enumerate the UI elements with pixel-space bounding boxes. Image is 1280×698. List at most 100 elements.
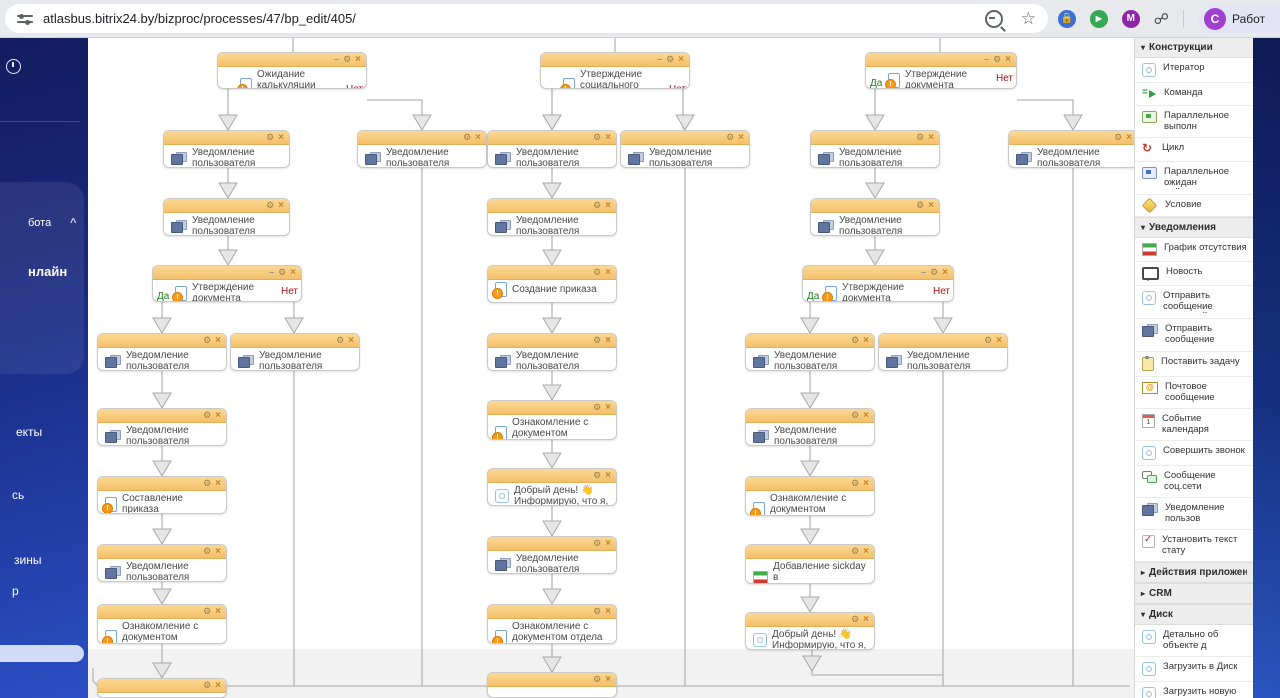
close-icon[interactable]: × [278, 132, 284, 143]
activity-node[interactable]: ⚙×Ознакомление с документом бухгалтерии [97, 604, 227, 644]
settings-gear-icon[interactable]: ⚙ [984, 335, 993, 345]
activity-node[interactable]: ⚙×Уведомление пользователя [163, 198, 290, 236]
settings-gear-icon[interactable]: ⚙ [203, 546, 212, 556]
sidebar-activity-item[interactable]: Команда [1135, 83, 1253, 106]
activity-node[interactable]: ⚙×Добрый день! 👋 Информирую, что я, [745, 612, 875, 650]
activity-node[interactable]: ⚙×Уведомление пользователя [878, 333, 1008, 371]
settings-gear-icon[interactable]: ⚙ [851, 335, 860, 345]
branch-yes-label[interactable]: Да [870, 78, 883, 89]
close-icon[interactable]: × [863, 546, 869, 557]
activity-node[interactable]: ⚙×Уведомление пользователя [97, 544, 227, 582]
address-bar[interactable]: atlasbus.bitrix24.by/bizproc/processes/4… [5, 4, 1048, 33]
settings-gear-icon[interactable]: ⚙ [203, 478, 212, 488]
sidebar-activity-item[interactable]: Уведомление пользов [1135, 498, 1253, 530]
settings-gear-icon[interactable]: ⚙ [916, 132, 925, 142]
sidebar-activity-item[interactable]: Отправить сообщение групповой чат [1135, 286, 1253, 319]
close-icon[interactable]: × [605, 335, 611, 346]
close-icon[interactable]: × [605, 132, 611, 143]
sidebar-activity-item[interactable]: Параллельное выполн [1135, 106, 1253, 138]
close-icon[interactable]: × [678, 54, 684, 65]
settings-gear-icon[interactable]: ⚙ [463, 132, 472, 142]
branch-no-label[interactable]: Нет [995, 73, 1013, 84]
activity-node[interactable]: ⚙×Уведомление пользователя [163, 130, 290, 168]
activity-node[interactable]: ⚙×Уведомление пользователя [1008, 130, 1138, 168]
settings-gear-icon[interactable]: ⚙ [343, 54, 352, 64]
sidebar-activity-item[interactable]: Установить текст стату [1135, 530, 1253, 562]
sidebar-activity-item[interactable]: Почтовое сообщение [1135, 377, 1253, 409]
close-icon[interactable]: × [1126, 132, 1132, 143]
condition-node[interactable]: –⚙×ДаНетОжидание калькуляции отделом кад… [217, 52, 367, 89]
sidebar-activity-item[interactable]: Сообщение соц.сети [1135, 466, 1253, 498]
sidebar-section-5[interactable]: ▾Диск [1135, 604, 1253, 625]
close-icon[interactable]: × [290, 267, 296, 278]
settings-gear-icon[interactable]: ⚙ [851, 614, 860, 624]
close-icon[interactable]: × [215, 546, 221, 557]
browser-profile-chip[interactable]: C Работ [1198, 4, 1280, 33]
zoom-out-icon[interactable] [984, 9, 1003, 28]
settings-gear-icon[interactable]: ⚙ [593, 606, 602, 616]
settings-gear-icon[interactable]: ⚙ [203, 680, 212, 690]
sidebar-section-2[interactable]: ▾Уведомления [1135, 217, 1253, 238]
ext-password-icon[interactable]: 🔒 [1057, 9, 1076, 28]
settings-gear-icon[interactable]: ⚙ [266, 200, 275, 210]
close-icon[interactable]: × [215, 335, 221, 346]
settings-gear-icon[interactable]: ⚙ [851, 410, 860, 420]
sidebar-activity-item[interactable]: Условие [1135, 195, 1253, 217]
close-icon[interactable]: × [928, 132, 934, 143]
close-icon[interactable]: × [605, 267, 611, 278]
close-icon[interactable]: × [348, 335, 354, 346]
close-icon[interactable]: × [278, 200, 284, 211]
close-icon[interactable]: × [863, 478, 869, 489]
close-icon[interactable]: × [215, 606, 221, 617]
minimize-icon[interactable]: – [657, 54, 663, 64]
settings-gear-icon[interactable]: ⚙ [916, 200, 925, 210]
bookmark-star-icon[interactable]: ☆ [1020, 9, 1036, 28]
activity-node[interactable]: ⚙×Уведомление пользователя [97, 408, 227, 446]
settings-gear-icon[interactable]: ⚙ [593, 538, 602, 548]
close-icon[interactable]: × [738, 132, 744, 143]
close-icon[interactable]: × [215, 410, 221, 421]
settings-gear-icon[interactable]: ⚙ [851, 478, 860, 488]
close-icon[interactable]: × [215, 680, 221, 691]
activity-node[interactable]: ⚙×Уведомление пользователя [487, 198, 617, 236]
sidebar-section-3[interactable]: ▸Действия приложени [1135, 562, 1253, 583]
activity-node[interactable]: ⚙×Уведомление пользователя [620, 130, 750, 168]
sidebar-activity-item[interactable]: Отправить сообщение сотруднику в чат [1135, 319, 1253, 352]
settings-gear-icon[interactable]: ⚙ [993, 54, 1002, 64]
close-icon[interactable]: × [996, 335, 1002, 346]
sidebar-section-1[interactable]: ▾Конструкции [1135, 37, 1253, 58]
url-text[interactable]: atlasbus.bitrix24.by/bizproc/processes/4… [43, 11, 356, 26]
settings-gear-icon[interactable]: ⚙ [593, 132, 602, 142]
condition-node[interactable]: –⚙×ДаНетУтверждение документа [865, 52, 1017, 89]
settings-gear-icon[interactable]: ⚙ [593, 402, 602, 412]
settings-gear-icon[interactable]: ⚙ [593, 200, 602, 210]
sidebar-activity-item[interactable]: Параллельное ожидан действия [1135, 162, 1253, 195]
sidebar-activity-item[interactable]: Цикл [1135, 138, 1253, 162]
settings-gear-icon[interactable]: ⚙ [666, 54, 675, 64]
close-icon[interactable]: × [942, 267, 948, 278]
activity-node[interactable]: ⚙×Ознакомление с документом бухгалтерией [487, 400, 617, 440]
settings-gear-icon[interactable]: ⚙ [593, 470, 602, 480]
settings-gear-icon[interactable]: ⚙ [336, 335, 345, 345]
activity-node[interactable]: ⚙×Уведомление пользователя [745, 333, 875, 371]
settings-gear-icon[interactable]: ⚙ [203, 335, 212, 345]
branch-no-label[interactable]: Нет [280, 286, 298, 297]
settings-gear-icon[interactable]: ⚙ [266, 132, 275, 142]
ext-play-icon[interactable]: ▶ [1089, 9, 1108, 28]
close-icon[interactable]: × [605, 606, 611, 617]
branch-no-label[interactable]: Нет [669, 84, 686, 88]
condition-node[interactable]: –⚙×ДаНетУтверждение документа [152, 265, 302, 302]
sidebar-activity-item[interactable]: Событие календаря [1135, 409, 1253, 441]
close-icon[interactable]: × [355, 54, 361, 65]
activity-node[interactable]: ⚙×Создание приказа [487, 265, 617, 303]
close-icon[interactable]: × [605, 470, 611, 481]
activity-node[interactable]: ⚙×Добрый день! 👋 Информирую, что я, [487, 468, 617, 506]
activity-node[interactable]: ⚙×Уведомление пользователя [487, 333, 617, 371]
activity-node[interactable]: ⚙×Уведомление пользователя [487, 130, 617, 168]
settings-gear-icon[interactable]: ⚙ [593, 335, 602, 345]
activity-node[interactable]: ⚙×Добавление sickday в график отсутствий [745, 544, 875, 584]
activity-node[interactable]: ⚙×Уведомление пользователя [230, 333, 360, 371]
chevron-up-icon[interactable]: ^ [70, 217, 77, 229]
sidebar-activity-item[interactable]: Детально об объекте д [1135, 625, 1253, 657]
settings-gear-icon[interactable]: ⚙ [203, 606, 212, 616]
